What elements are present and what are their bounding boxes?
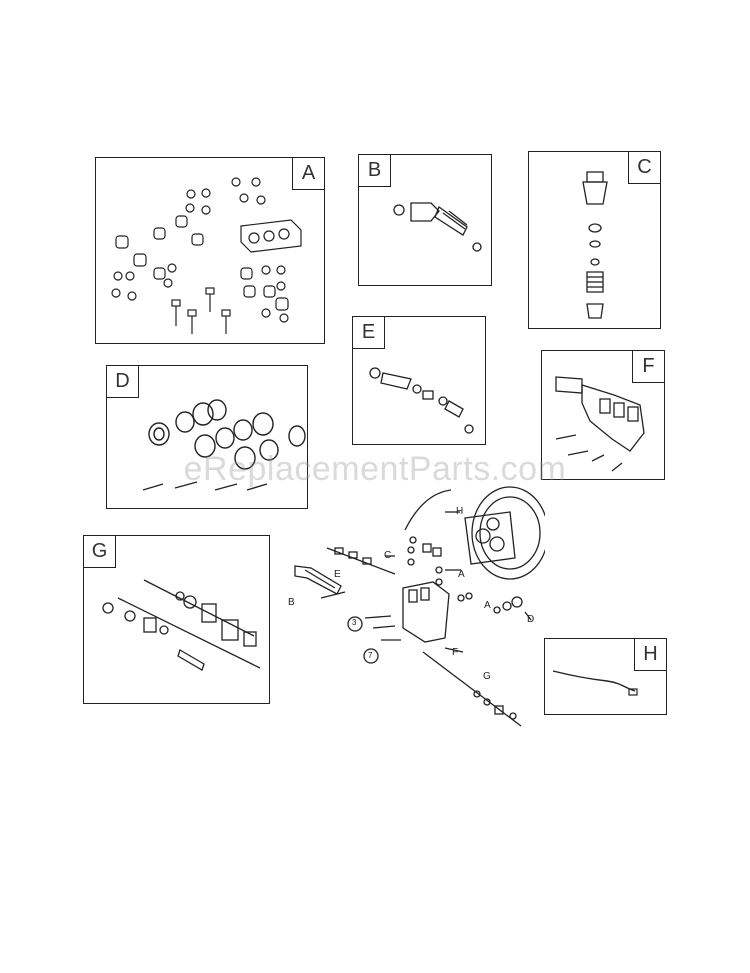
panel-label-a: A (292, 158, 324, 190)
parts-drawing-g (102, 579, 261, 671)
panel-label-f: F (632, 351, 664, 383)
callout-a-lower: A (484, 600, 491, 611)
parts-drawing-d (142, 399, 306, 491)
kit-panel-d: D (106, 365, 308, 509)
parts-drawing-f (555, 376, 645, 472)
exploded-pump-assembly (294, 486, 545, 727)
panel-label-e: E (353, 317, 385, 349)
panel-label-g: G (84, 536, 116, 568)
parts-drawing-b (393, 202, 482, 252)
kit-panel-e: E (352, 316, 486, 445)
callout-a-upper: A (458, 569, 465, 580)
kit-panel-g: G (83, 535, 270, 704)
kit-panel-f: F (541, 350, 665, 480)
parts-drawing-e (369, 367, 474, 434)
callout-g: G (483, 671, 491, 682)
panel-label-c: C (628, 152, 660, 184)
callout-number-3: 3 (352, 618, 357, 627)
callout-h: H (456, 506, 464, 517)
callout-b: B (288, 597, 295, 608)
callout-f: F (452, 647, 459, 658)
callout-e: E (334, 569, 341, 580)
callout-d: D (527, 614, 535, 625)
kit-panel-b: B (358, 154, 492, 286)
panel-label-b: B (359, 155, 391, 187)
callout-c: C (384, 550, 392, 561)
kit-panel-h: H (544, 638, 667, 715)
callout-number-7: 7 (368, 651, 373, 660)
parts-drawing-c (582, 171, 608, 319)
parts-drawing-a (111, 177, 302, 334)
panel-label-d: D (107, 366, 139, 398)
panel-label-h: H (634, 639, 666, 671)
kit-panel-a: A (95, 157, 325, 344)
kit-panel-c: C (528, 151, 661, 329)
parts-drawing-h (552, 670, 638, 696)
